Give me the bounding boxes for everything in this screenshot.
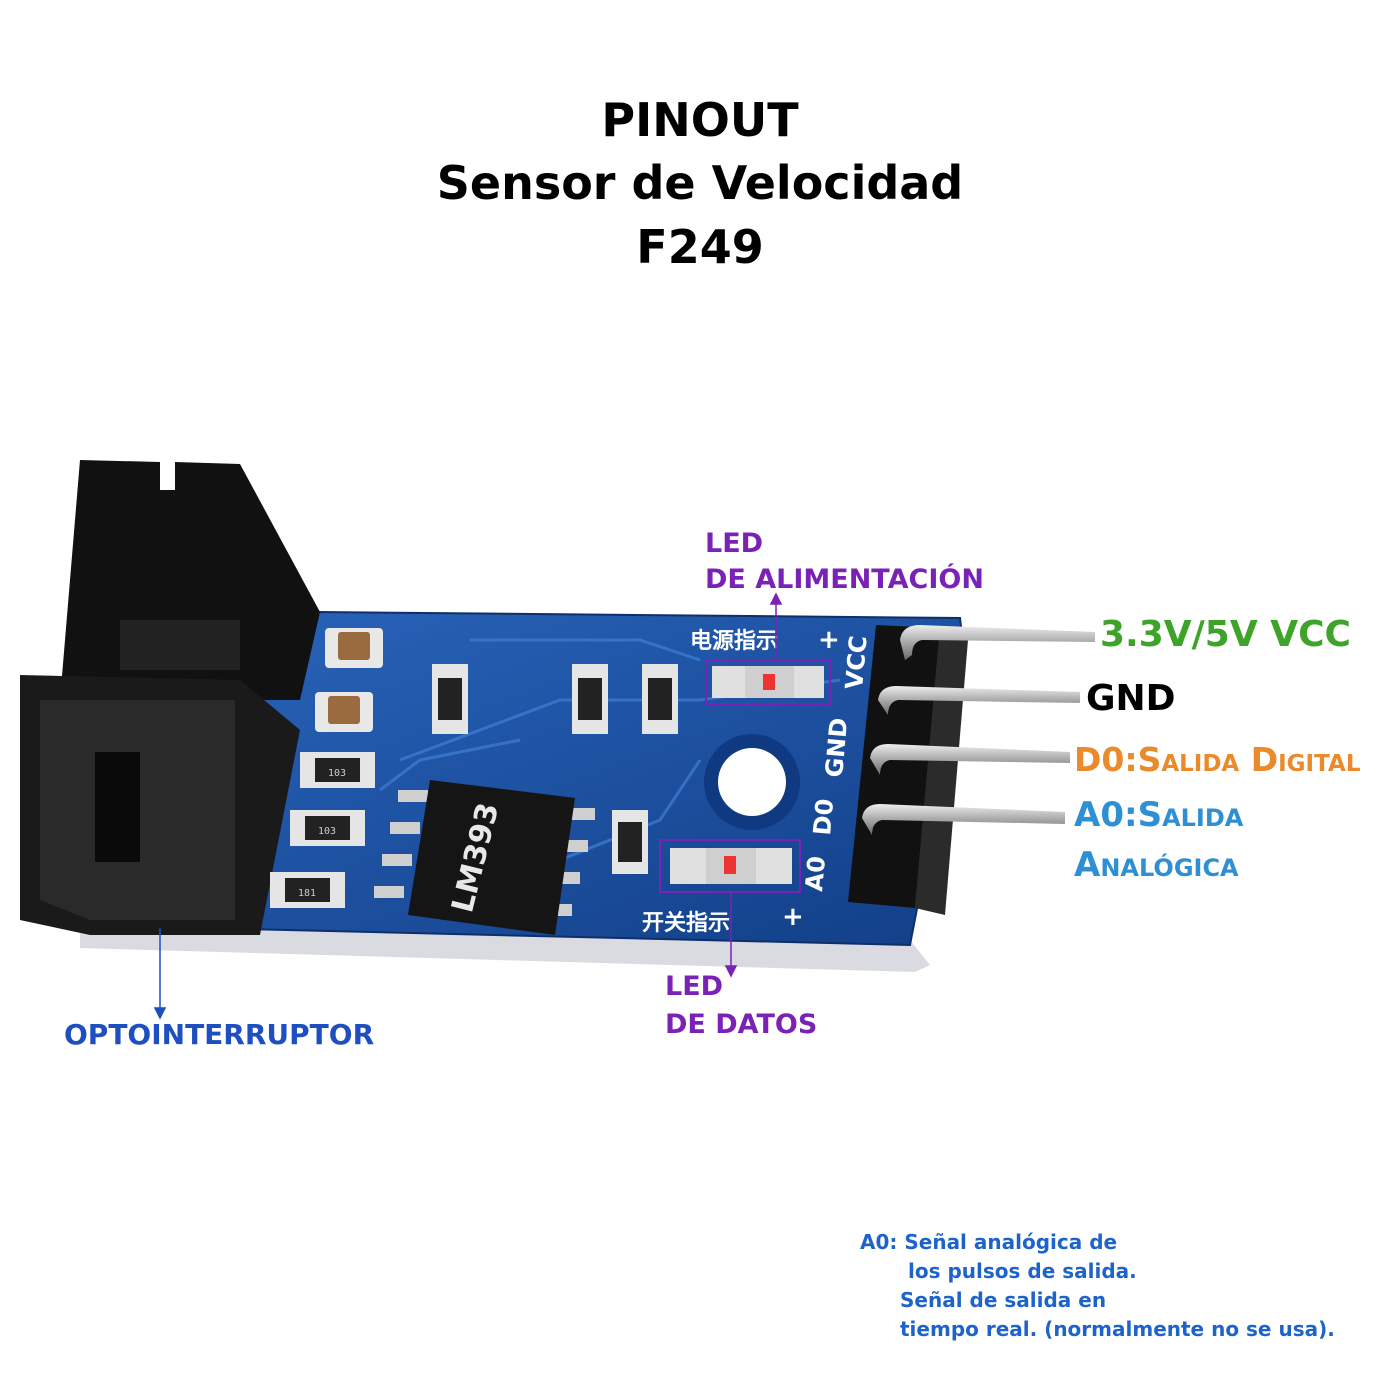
pin-d0-prefix: D0:	[1074, 740, 1138, 779]
pin-d0-text: Salida Digital	[1137, 740, 1361, 779]
silk-bottom: 开关指示	[642, 911, 730, 936]
led-data-label-1: LED	[665, 971, 724, 1002]
a0-note: A0: Señal analógica de los pulsos de sal…	[860, 1228, 1335, 1344]
led-power-label-1: LED	[705, 528, 764, 559]
pin-a0-label: A0:Salida	[1074, 798, 1243, 832]
title-line-3: F249	[636, 220, 764, 274]
pin-vcc-label: 3.3V/5V VCC	[1100, 614, 1351, 655]
silk-d0: D0	[808, 798, 839, 837]
pin-a0-text-1: Salida	[1137, 795, 1244, 835]
resistor-code: 103	[318, 826, 336, 837]
silk-gnd: GND	[820, 717, 853, 779]
optointerruptor-label: OPTOINTERRUPTOR	[64, 1018, 375, 1051]
data-led	[659, 839, 801, 893]
resistor-code: 103	[328, 768, 346, 779]
note-line-1: A0: Señal analógica de	[860, 1230, 1118, 1254]
optointerruptor-housing	[20, 460, 320, 935]
silk-top: 电源指示	[690, 629, 778, 654]
pin-d0-label: D0:Salida Digital	[1074, 743, 1360, 776]
svg-text:+: +	[818, 625, 840, 655]
silk-a0: A0	[800, 855, 831, 893]
silk-vcc: VCC	[840, 634, 873, 690]
power-led	[705, 659, 831, 705]
opto-arrow	[153, 928, 167, 1020]
note-line-2: los pulsos de salida.	[908, 1259, 1137, 1283]
title-line-2: Sensor de Velocidad	[436, 156, 964, 210]
resistor-code: 181	[298, 888, 316, 899]
pcb-edge	[80, 920, 930, 972]
pin-a0-text-2: Analógica	[1074, 845, 1239, 885]
note-line-3: Señal de salida en	[900, 1288, 1107, 1312]
note-line-4: tiempo real. (normalmente no se usa).	[900, 1317, 1335, 1341]
resistors: 103 103 181	[270, 664, 678, 908]
pin-gnd-label: GND	[1086, 678, 1176, 719]
svg-text:+: +	[782, 902, 804, 932]
callout-arrows	[724, 592, 783, 978]
led-power-label-2: DE ALIMENTACIÓN	[705, 564, 984, 595]
pin-a0-prefix: A0:	[1074, 795, 1138, 835]
led-data-label-2: DE DATOS	[665, 1009, 818, 1040]
header-pins	[862, 625, 1095, 835]
capacitors	[315, 628, 383, 732]
lm393-chip: LM393	[374, 780, 595, 935]
title-line-1: PINOUT	[601, 93, 799, 147]
